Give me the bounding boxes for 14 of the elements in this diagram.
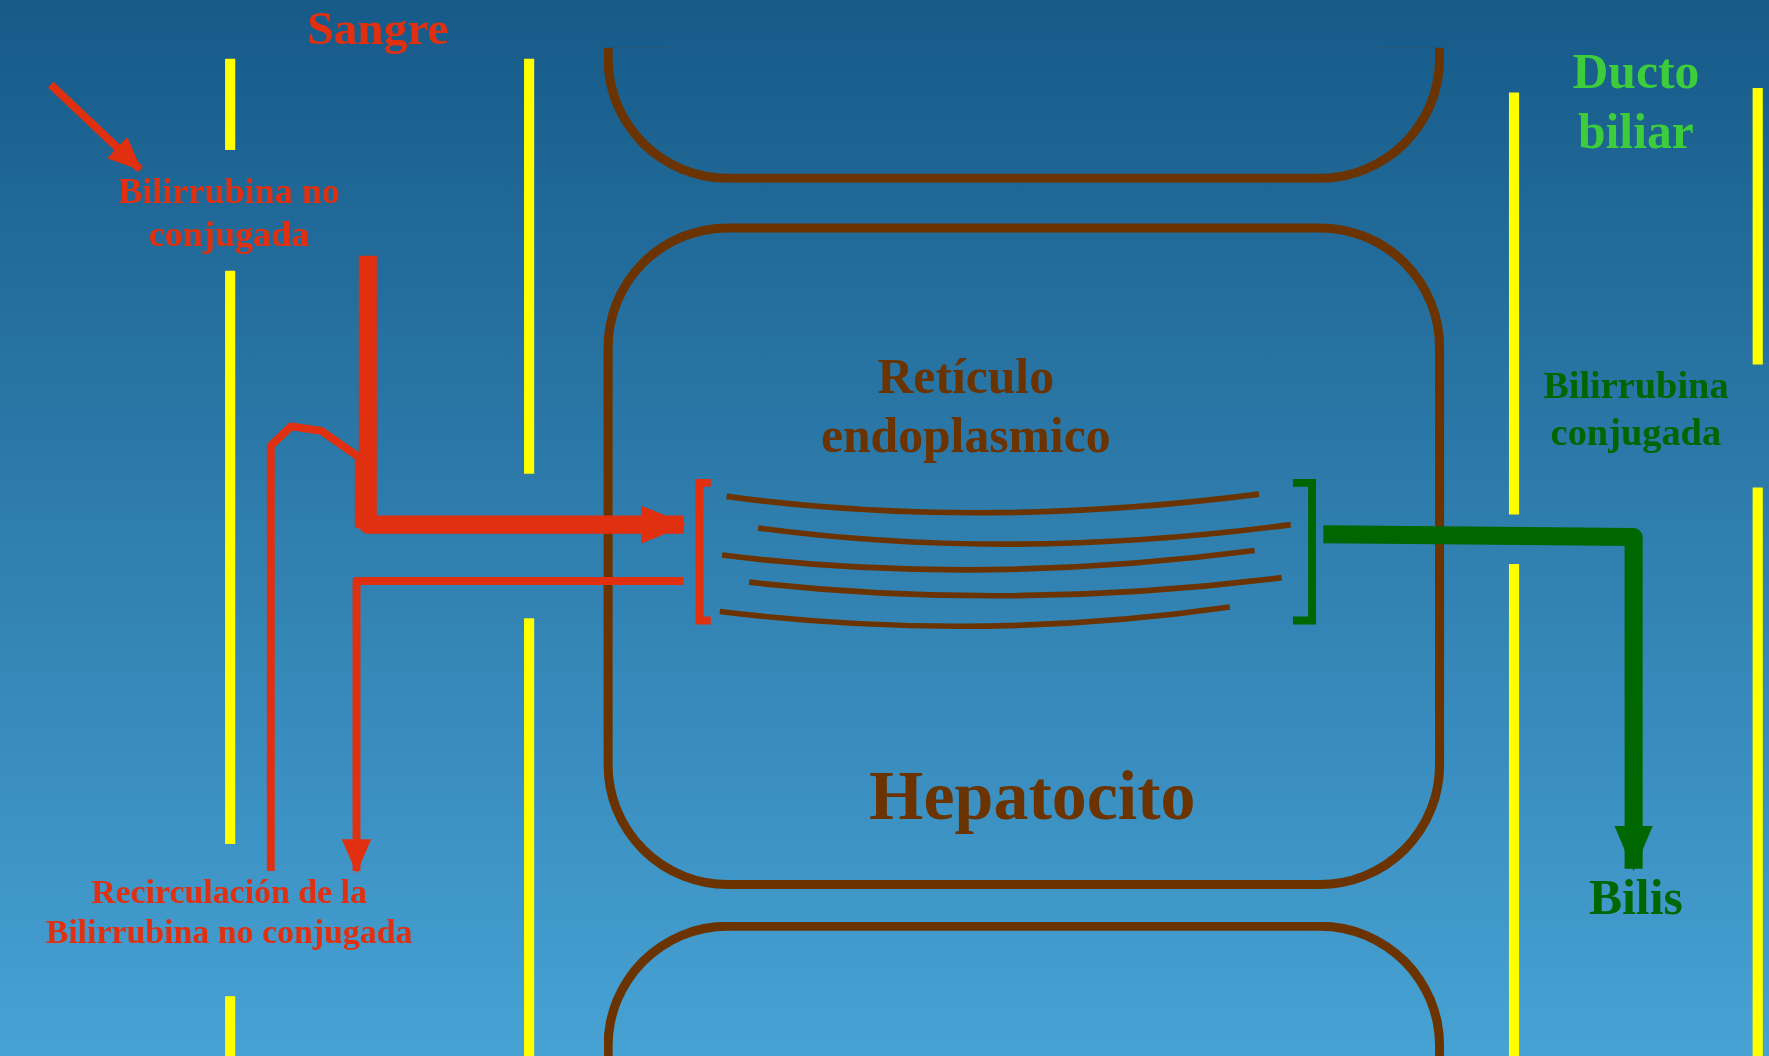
cell-outline bbox=[603, 921, 1445, 1056]
compound-label: Bilirrubina no conjugada bbox=[82, 169, 376, 256]
cell-label: Hepatocito bbox=[868, 756, 1197, 836]
compound-label: Bilirrubina conjugada bbox=[1514, 363, 1758, 456]
fluid-label: Bilis bbox=[1547, 868, 1724, 929]
arrow bbox=[358, 255, 686, 544]
region-heading: Sangre bbox=[306, 1, 450, 57]
arrow bbox=[48, 81, 143, 173]
cell-outline bbox=[603, 223, 1445, 889]
arrow bbox=[1323, 525, 1653, 871]
cell-outline bbox=[603, 47, 1445, 183]
organelle-label: Retículo endoplasmico bbox=[819, 347, 1112, 466]
region-heading: Ducto biliar bbox=[1571, 43, 1701, 161]
process-label: Recirculación de la Bilirrubina no conjugada bbox=[20, 870, 438, 953]
